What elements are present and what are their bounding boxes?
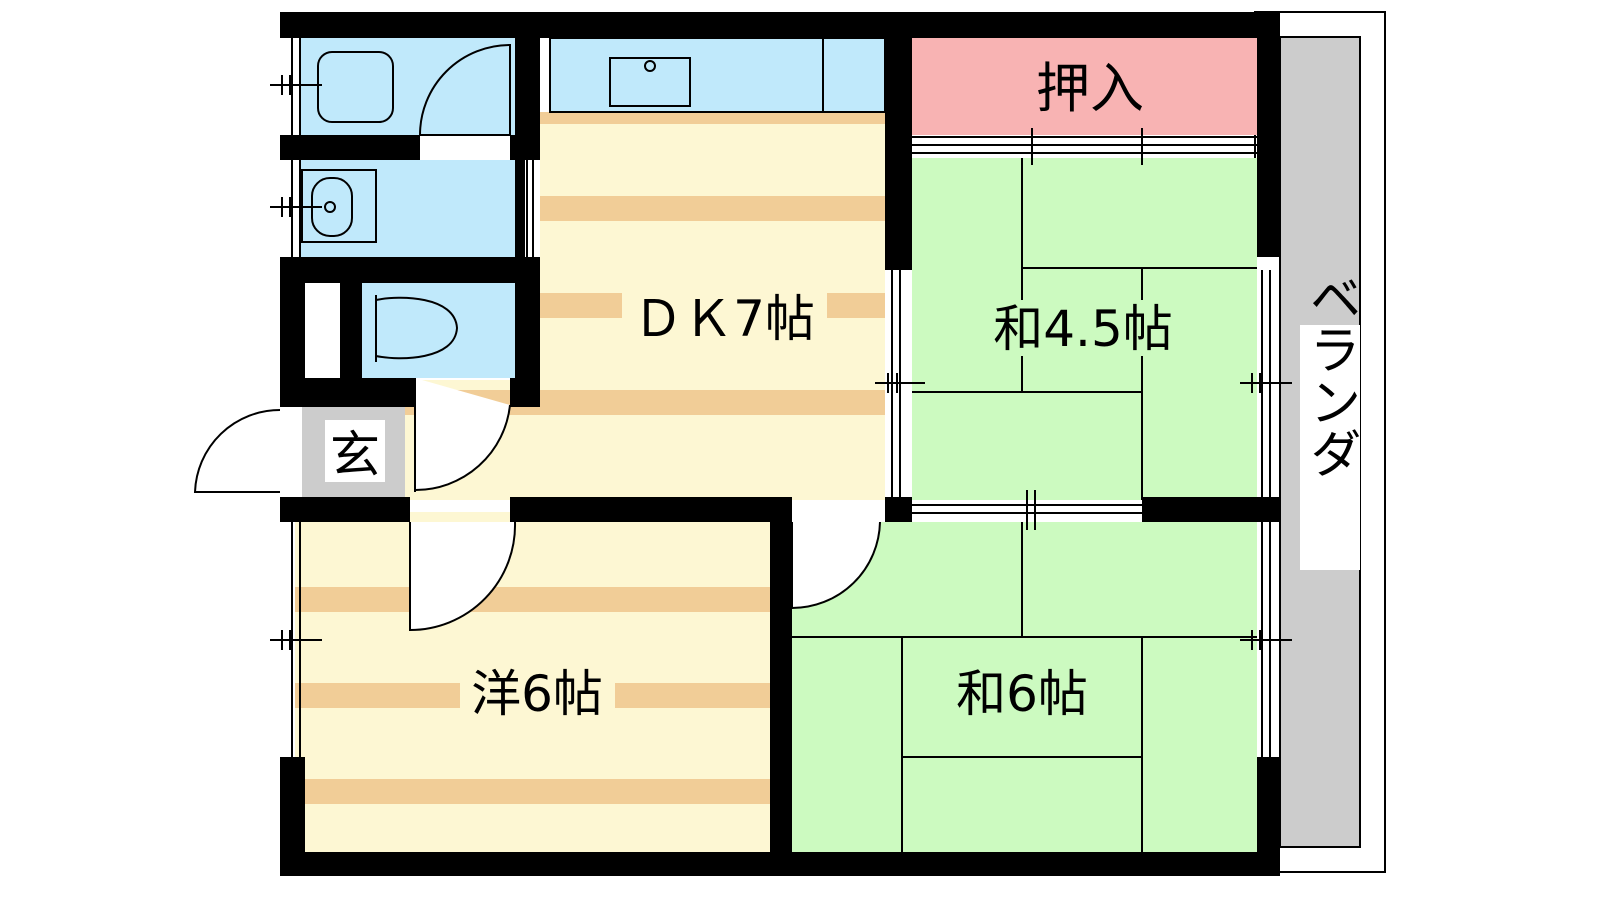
bath-area (300, 38, 525, 135)
doors (193, 43, 881, 632)
label-oshiire: 押入 (1036, 57, 1144, 120)
dk-floor (405, 112, 885, 500)
walls (280, 12, 1280, 876)
windows (270, 38, 1292, 757)
label-youshitsu-6: 洋6帖 (471, 665, 603, 723)
label-washitsu-6: 和6帖 (956, 665, 1088, 723)
room-labels: ＤＫ7帖 和4.5帖 和6帖 洋6帖 押入 玄 ベランダ (325, 57, 1360, 723)
label-genkan: 玄 (330, 426, 380, 484)
label-washitsu-45: 和4.5帖 (993, 300, 1173, 358)
veranda (1254, 11, 1386, 873)
storage-closet (307, 283, 340, 378)
label-dk: ＤＫ7帖 (633, 290, 815, 348)
oshiire (912, 35, 1257, 135)
washroom-area (300, 160, 525, 257)
toilet-area (362, 283, 525, 378)
label-veranda: ベランダ (1300, 271, 1360, 479)
kitchen-counter (549, 37, 886, 113)
